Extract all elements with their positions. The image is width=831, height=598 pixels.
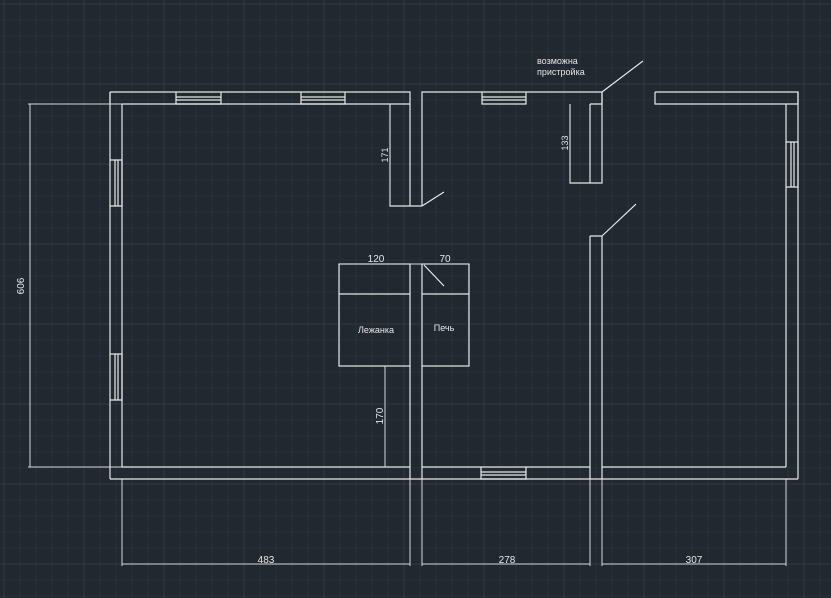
- bottom-wall: [110, 466, 798, 480]
- window-left-1: [110, 159, 123, 207]
- dim-room-right: 307: [686, 555, 703, 566]
- door-swing-left: [421, 191, 445, 207]
- text-labels: 606 171 133 120 70 170 483 278 307 Лежан…: [16, 56, 703, 566]
- extension-note-line2: пристройка: [537, 67, 585, 77]
- window-top-2: [300, 92, 346, 105]
- dim-overall-height: 606: [16, 277, 27, 294]
- window-top-1: [175, 92, 222, 105]
- window-right: [786, 141, 799, 188]
- dim-stove-width: 70: [439, 254, 451, 265]
- divider-right-lower: [589, 235, 603, 479]
- bed-label: Лежанка: [358, 325, 394, 335]
- window-top-3: [481, 92, 527, 105]
- dim-overall-height-line: [28, 103, 122, 468]
- stove-diagonal: [423, 264, 445, 287]
- dim-bed-to-wall: 170: [375, 407, 386, 424]
- dim-room-left: 483: [258, 555, 275, 566]
- dim-bottom-extensions: [121, 479, 787, 566]
- windows: [110, 92, 799, 480]
- stove-label: Печь: [434, 323, 455, 333]
- dim-partition-left: 171: [380, 147, 390, 162]
- door-swing-top: [601, 60, 644, 93]
- dimension-lines: [28, 103, 787, 566]
- extension-note-line1: возможна: [537, 56, 578, 66]
- dim-partition-right: 133: [560, 135, 570, 150]
- window-left-2: [110, 353, 123, 401]
- dim-room-middle: 278: [499, 555, 516, 566]
- door-swing-right: [601, 203, 637, 237]
- dim-bed-width: 120: [368, 254, 385, 265]
- divider-left-lower: [409, 366, 423, 479]
- window-bottom: [480, 467, 527, 480]
